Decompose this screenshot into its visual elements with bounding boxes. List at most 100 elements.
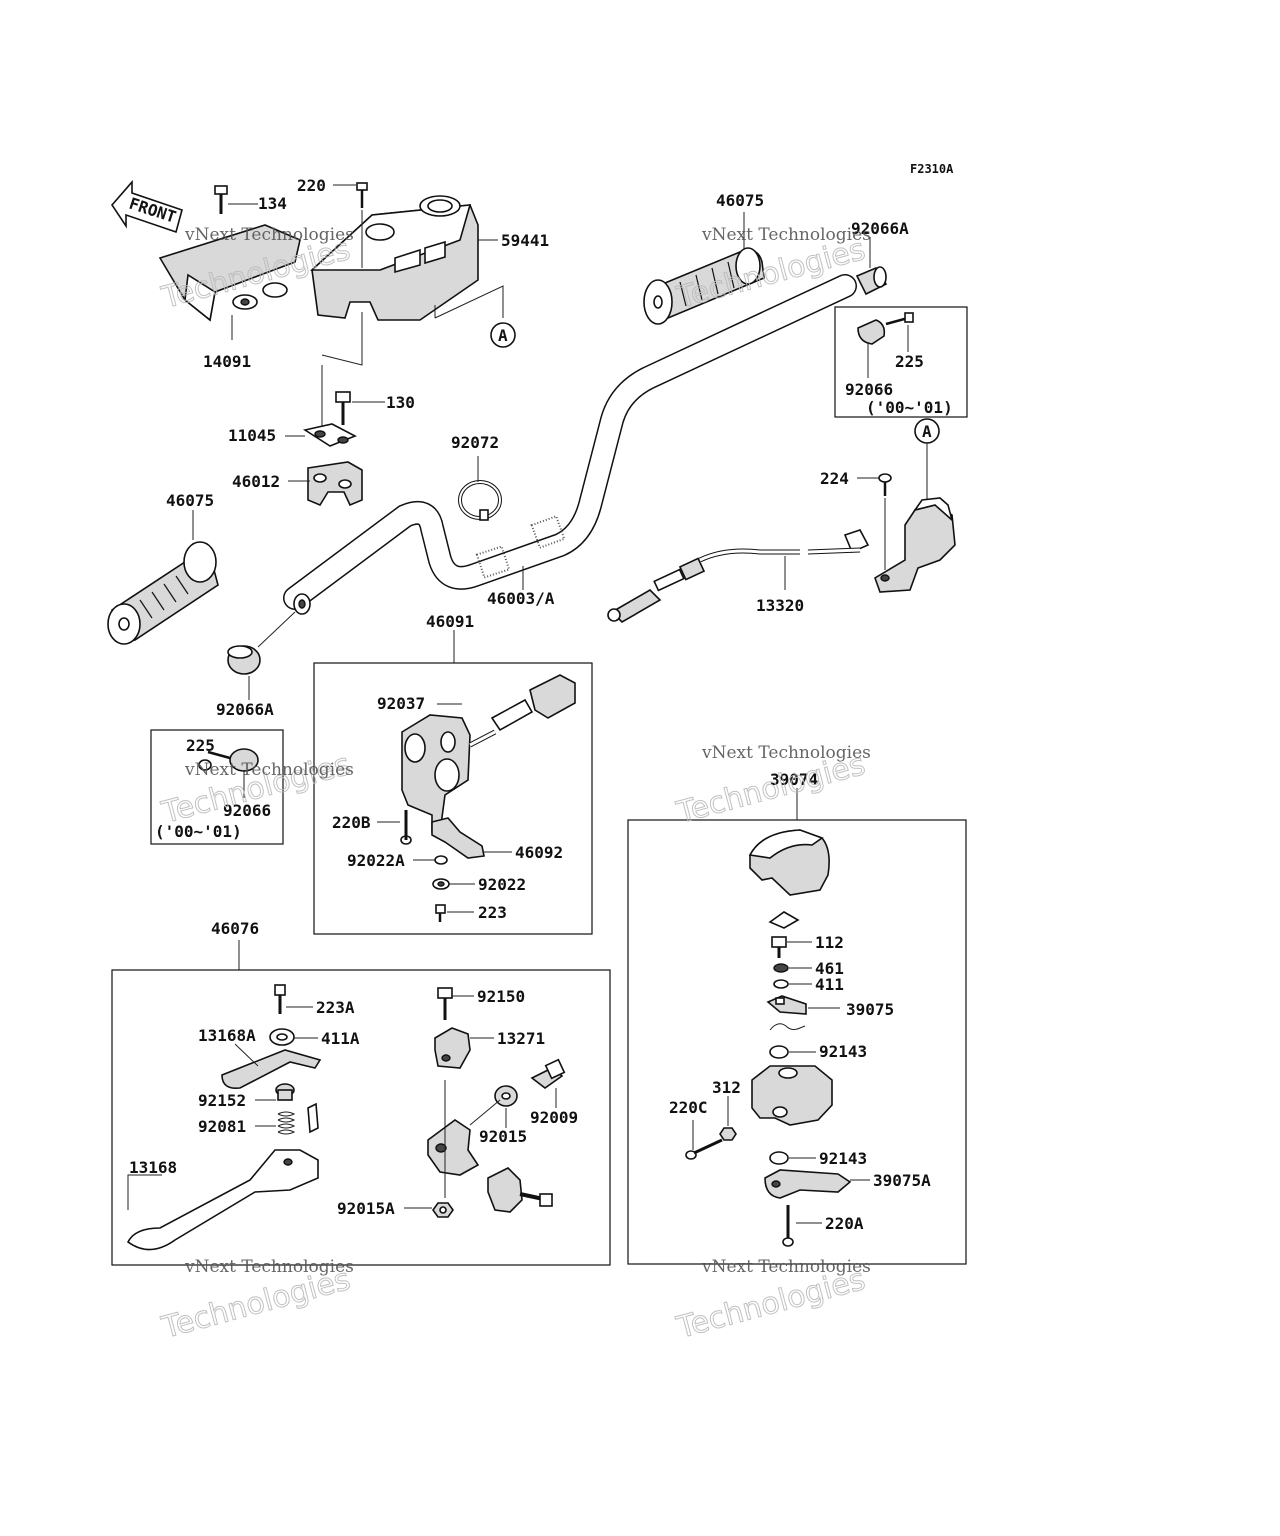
- label-92066-right: 92066: [845, 380, 893, 399]
- washer-411A: [269, 1028, 295, 1046]
- label-92150: 92150: [477, 987, 525, 1006]
- svg-text:A: A: [498, 326, 508, 345]
- label-134: 134: [258, 194, 287, 213]
- label-92152: 92152: [198, 1091, 246, 1110]
- label-46075-left: 46075: [166, 491, 214, 510]
- label-312: 312: [712, 1078, 741, 1097]
- screw-220C: [685, 1138, 723, 1160]
- cover-59441: [309, 195, 479, 321]
- lever-13168: [126, 1102, 319, 1251]
- plate-39075: [766, 995, 807, 1015]
- watermark-6: Technologies vNext Technologies: [672, 1257, 871, 1346]
- inset-box-left: [150, 729, 284, 845]
- label-39075A: 39075A: [873, 1171, 931, 1190]
- washer-92022A: [434, 855, 448, 865]
- callout-a-top: A: [490, 322, 516, 348]
- label-46075-right: 46075: [716, 191, 764, 210]
- watermark-4: Technologies vNext Technologies: [672, 743, 871, 831]
- bolt-112: [771, 936, 787, 958]
- label-92022A: 92022A: [347, 851, 405, 870]
- grip-46075-left: [107, 541, 219, 645]
- label-92081: 92081: [198, 1117, 246, 1136]
- label-13168: 13168: [129, 1158, 177, 1177]
- switch-cover: [748, 829, 830, 896]
- clamp-92072: [458, 480, 502, 521]
- washer-92022: [432, 878, 450, 890]
- switch-housing-39074: [751, 1065, 833, 1126]
- collar-92152: [275, 1083, 295, 1101]
- label-411: 411: [815, 975, 844, 994]
- label-years-right: ('00~'01): [866, 398, 953, 417]
- label-46076: 46076: [211, 919, 259, 938]
- grip-46075-right: [643, 247, 765, 325]
- svg-text:vNext Technologies: vNext Technologies: [184, 1257, 354, 1277]
- label-224: 224: [820, 469, 849, 488]
- label-13320: 13320: [756, 596, 804, 615]
- label-39074: 39074: [770, 770, 818, 789]
- label-223A: 223A: [316, 998, 355, 1017]
- label-225-right: 225: [895, 352, 924, 371]
- svg-text:vNext Technologies: vNext Technologies: [701, 743, 871, 763]
- label-46003: 46003/A: [487, 589, 555, 608]
- label-461: 461: [815, 959, 844, 978]
- handlebar-46003: [283, 274, 857, 615]
- svg-text:vNext Technologies: vNext Technologies: [701, 225, 871, 245]
- bolt-134: [214, 185, 228, 214]
- label-130: 130: [386, 393, 415, 412]
- label-14091: 14091: [203, 352, 251, 371]
- switch-housing-46091: [401, 674, 576, 833]
- screw-220A: [782, 1205, 794, 1247]
- label-220B: 220B: [332, 813, 371, 832]
- lever-box-46076: [111, 969, 611, 1266]
- weight-92066-left: [198, 748, 259, 772]
- spring-clip: [768, 911, 800, 929]
- label-92015: 92015: [479, 1127, 527, 1146]
- label-13271: 13271: [497, 1029, 545, 1048]
- spring: [769, 1023, 806, 1031]
- label-11045: 11045: [228, 426, 276, 445]
- svg-text:vNext Technologies: vNext Technologies: [184, 225, 354, 245]
- bracket-13168A: [221, 1049, 322, 1090]
- label-92143-a: 92143: [819, 1042, 867, 1061]
- svg-text:vNext Technologies: vNext Technologies: [184, 760, 354, 780]
- label-112: 112: [815, 933, 844, 952]
- inset-box-right: [834, 306, 968, 418]
- label-92066-left: 92066: [223, 801, 271, 820]
- label-13168A: 13168A: [198, 1026, 256, 1045]
- cap-92066A-right: [855, 266, 888, 296]
- nut-92015A: [432, 1202, 454, 1218]
- label-92143-b: 92143: [819, 1149, 867, 1168]
- front-arrow: FRONT: [110, 179, 183, 234]
- label-years-left: ('00~'01): [155, 822, 242, 841]
- screw-220: [356, 182, 368, 268]
- label-39075: 39075: [846, 1000, 894, 1019]
- label-92037: 92037: [377, 694, 425, 713]
- lockwasher-461: [773, 963, 789, 973]
- nut-312: [719, 1127, 737, 1141]
- label-223: 223: [478, 903, 507, 922]
- cap-92066A-left: [227, 645, 261, 675]
- label-92066A-left: 92066A: [216, 700, 274, 719]
- nut-92015: [494, 1085, 518, 1107]
- weight-92066-right: [857, 312, 914, 345]
- bolt-92150: [437, 987, 453, 1020]
- label-92009: 92009: [530, 1108, 578, 1127]
- callout-a-right: A: [914, 418, 940, 444]
- svg-text:vNext Technologies: vNext Technologies: [701, 1257, 871, 1277]
- cable-13320: [607, 547, 861, 624]
- label-46012: 46012: [232, 472, 280, 491]
- screw-223A: [274, 984, 286, 1014]
- label-92072: 92072: [451, 433, 499, 452]
- screw-224: [878, 473, 892, 496]
- lever-perch: [427, 1119, 553, 1213]
- spring-92081: [277, 1111, 296, 1135]
- figure-code: F2310A: [910, 162, 954, 176]
- switch-box-46091: [313, 662, 593, 935]
- label-46091: 46091: [426, 612, 474, 631]
- washer-411: [773, 979, 789, 989]
- label-220C: 220C: [669, 1098, 708, 1117]
- washer-92143-a: [769, 1045, 789, 1059]
- screw-223: [435, 904, 446, 922]
- label-92066A-right: 92066A: [851, 219, 909, 238]
